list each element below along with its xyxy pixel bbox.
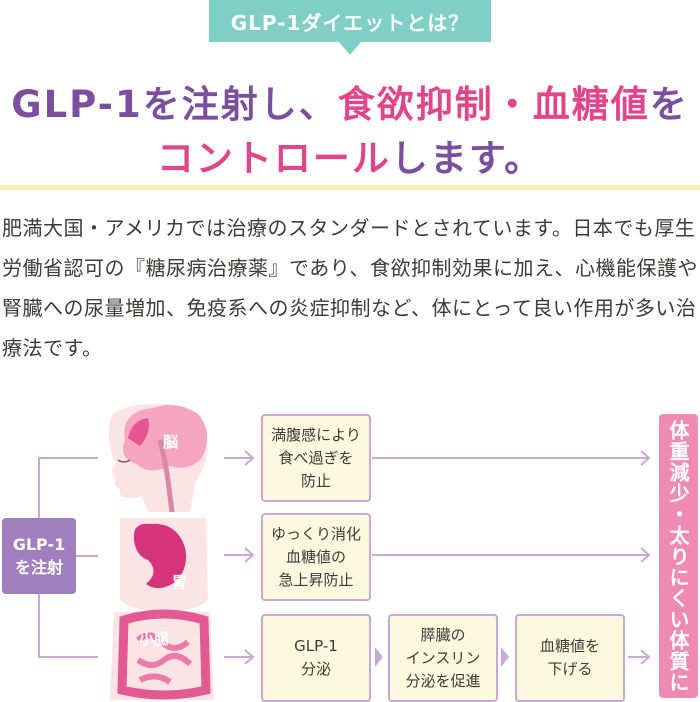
headline-line-1: GLP-1を注射し、食欲抑制・血糖値を [0,74,700,128]
stomach-icon [133,523,187,589]
start-line-2: を注射 [14,558,63,577]
organ-label-intestine: 小腸 [139,630,170,648]
step-text: 急上昇防止 [278,570,354,589]
intestine-illustration [110,609,214,700]
headline-highlight: コントロール [156,137,391,180]
divider-line [0,185,700,190]
result-box: 体重減少・太りにくい体質に [659,414,698,698]
header-tab-label: GLP-1ダイエットとは？ [230,10,470,35]
closed-eye-icon [117,459,131,463]
start-box-glp1: GLP-1 を注射 [2,518,76,594]
arrows [224,450,651,665]
stomach-illustration [120,518,208,612]
organ-label-brain: 脳 [163,433,179,451]
arrow-icon [244,649,255,665]
arrow-icon [640,450,651,466]
step-box-insulin: 膵臓の インスリン 分泌を促進 [388,614,498,702]
arrow-icon [244,450,255,466]
headline-line-2: コントロールします。 [0,128,700,182]
arrow-icon [640,547,651,563]
headline-part: します。 [390,137,544,180]
intestine-icon [117,609,211,700]
step-text: 膵臓の [420,625,466,644]
connector-lines [38,457,98,658]
brain-illustration [108,403,208,513]
header-tab: GLP-1ダイエットとは？ [209,0,491,42]
step-box-glp1-secretion: GLP-1 分泌 [261,614,371,702]
arrow-icon [244,547,255,563]
start-line-1: GLP-1 [12,535,66,554]
connector-to-brain [38,457,98,518]
headline-part: GLP-1を注射し、 [11,83,338,126]
step-text: 分泌 [300,660,331,678]
connector-to-intestine [38,594,98,658]
step-box-lower-glucose: 血糖値を 下げる [515,614,625,702]
arrow-icon [640,649,651,665]
step-text: 下げる [547,660,593,678]
step-text: 分泌を促進 [405,671,481,690]
organ-label-stomach: 胃 [172,573,188,591]
triangle-icon [501,647,509,667]
step-text: 防止 [300,471,331,490]
headline-highlight: 食欲抑制・血糖値 [337,83,650,126]
triangle-icon [375,647,383,667]
step-box-stomach-effect: ゆっくり消化 血糖値の 急上昇防止 [261,513,371,601]
step-text: GLP-1 [294,637,338,655]
step-text: 食べ過ぎを [278,448,354,467]
step-text: 満腹感により [271,425,361,444]
step-text: ゆっくり消化 [270,524,361,543]
header-tab-pointer [338,41,362,55]
step-text: 血糖値の [285,547,346,566]
headline-part: を [649,83,689,126]
step-text: 血糖値を [539,637,600,655]
step-text: インスリン [405,648,481,667]
step-box-brain-effect: 満腹感により 食べ過ぎを 防止 [261,414,371,502]
body-paragraph: 肥満大国・アメリカでは治療のスタンダードとされています。日本でも厚生労働省認可の… [2,216,698,360]
